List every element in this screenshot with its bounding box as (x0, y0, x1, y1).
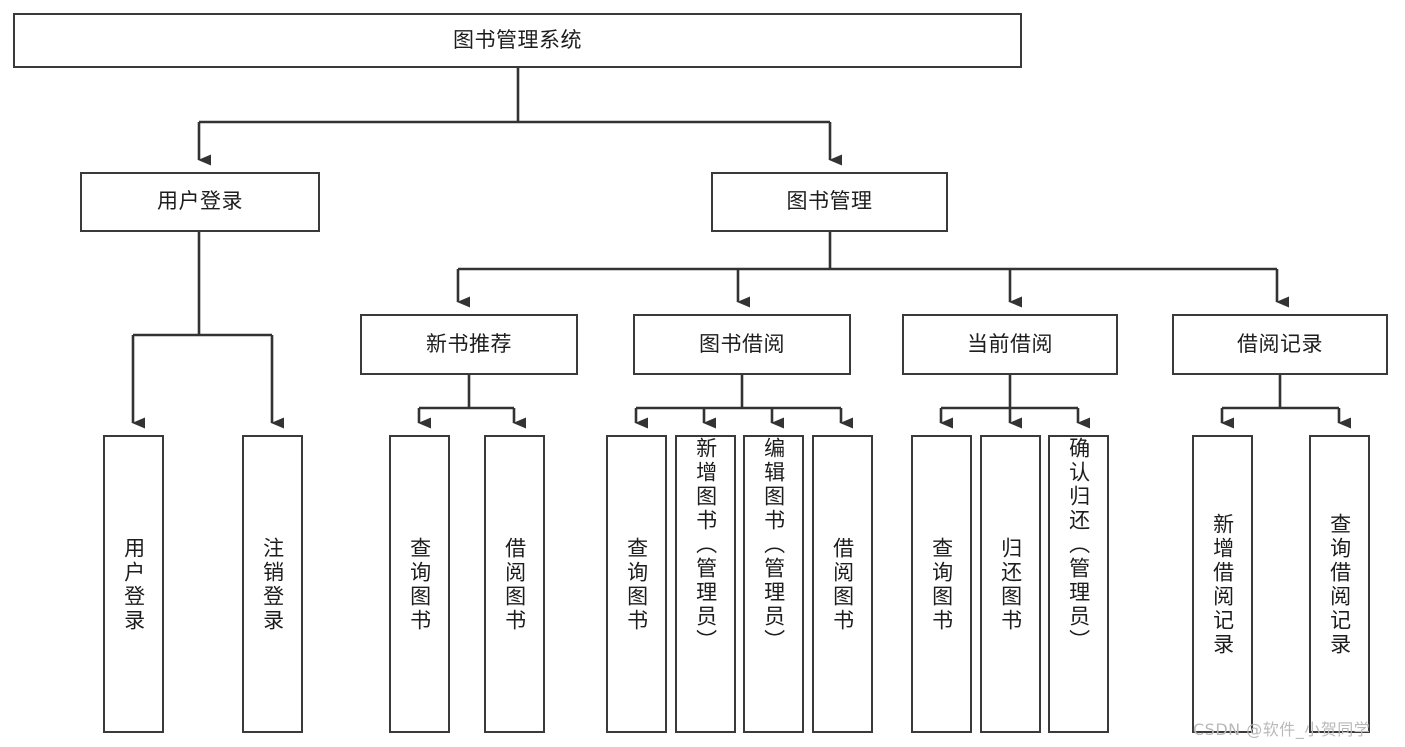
node-label: 当前借阅 (967, 331, 1053, 356)
leaf-return-book[interactable]: 归还图书 (980, 435, 1041, 733)
leaf-confirm-return-admin[interactable]: 确认归还（管理员） (1048, 435, 1109, 733)
leaf-label: 查询图书 (624, 537, 649, 633)
csdn-watermark: CSDN @软件_小贺同学 (1193, 720, 1371, 739)
leaf-label: 编辑图书（管理员） (761, 437, 786, 653)
leaf-label: 查询图书 (929, 537, 954, 633)
leaf-label: 注销登录 (260, 537, 285, 633)
leaf-label: 借阅图书 (502, 537, 527, 633)
leaf-label: 用户登录 (121, 537, 146, 633)
leaf-query-borrow-record[interactable]: 查询借阅记录 (1309, 435, 1370, 733)
node-label: 图书管理 (786, 189, 873, 214)
leaf-label: 查询图书 (407, 537, 432, 633)
node-label: 图书借阅 (699, 331, 785, 356)
leaf-label: 新增图书（管理员） (693, 437, 718, 653)
node-new-book-recommend[interactable]: 新书推荐 (360, 314, 578, 375)
node-label: 用户登录 (157, 189, 243, 214)
node-label: 新书推荐 (426, 331, 512, 356)
leaf-user-login[interactable]: 用户登录 (103, 435, 164, 733)
node-book-management[interactable]: 图书管理 (711, 172, 948, 232)
leaf-label: 归还图书 (998, 537, 1023, 633)
node-user-login[interactable]: 用户登录 (80, 172, 320, 232)
leaf-label: 借阅图书 (830, 537, 855, 633)
leaf-query-book-recommend[interactable]: 查询图书 (389, 435, 450, 733)
leaf-query-book-borrow[interactable]: 查询图书 (606, 435, 667, 733)
node-current-borrow[interactable]: 当前借阅 (902, 314, 1118, 375)
leaf-add-book-admin[interactable]: 新增图书（管理员） (675, 435, 736, 733)
node-book-borrow[interactable]: 图书借阅 (633, 314, 851, 375)
node-borrow-record[interactable]: 借阅记录 (1172, 314, 1388, 375)
leaf-label: 查询借阅记录 (1327, 513, 1352, 657)
node-root-system[interactable]: 图书管理系统 (13, 13, 1022, 68)
leaf-query-book-current[interactable]: 查询图书 (911, 435, 972, 733)
leaf-add-borrow-record[interactable]: 新增借阅记录 (1192, 435, 1253, 733)
leaf-label: 新增借阅记录 (1210, 513, 1235, 657)
leaf-label: 确认归还（管理员） (1066, 437, 1091, 653)
leaf-borrow-book[interactable]: 借阅图书 (812, 435, 873, 733)
leaf-edit-book-admin[interactable]: 编辑图书（管理员） (743, 435, 804, 733)
leaf-borrow-book-recommend[interactable]: 借阅图书 (484, 435, 545, 733)
leaf-logout-login[interactable]: 注销登录 (242, 435, 303, 733)
node-label: 图书管理系统 (453, 27, 582, 52)
node-label: 借阅记录 (1237, 331, 1323, 356)
